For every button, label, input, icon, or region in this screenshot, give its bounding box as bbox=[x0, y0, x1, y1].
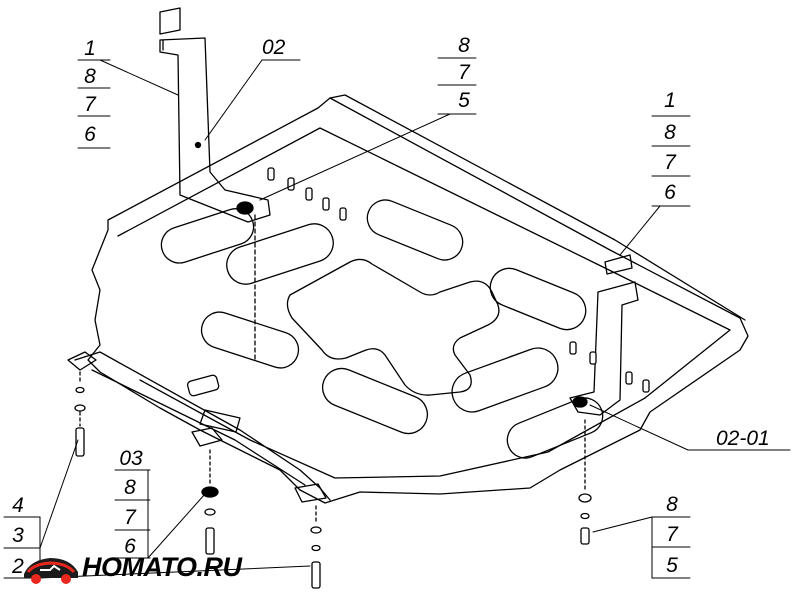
front-flange bbox=[74, 351, 331, 501]
callout-front-bolt-1: 03 bbox=[119, 447, 143, 470]
relief-slot bbox=[489, 267, 587, 331]
fastener-front-left bbox=[74, 371, 86, 457]
callout-right-bolt-3: 5 bbox=[666, 554, 678, 577]
relief-slot bbox=[321, 367, 429, 435]
callout-left-bracket-4: 6 bbox=[84, 123, 96, 146]
callout-left-corner-3: 2 bbox=[12, 555, 24, 578]
rear-flange bbox=[329, 94, 746, 321]
callout-left-corner-1: 4 bbox=[12, 494, 24, 517]
callout-front-bolt-3: 7 bbox=[124, 506, 136, 529]
mounting-tab bbox=[67, 351, 97, 371]
callout-center-top-2: 7 bbox=[458, 61, 470, 84]
leader-lines bbox=[3, 57, 791, 579]
front-access-hatch bbox=[186, 374, 220, 397]
callout-front-bolt-2: 8 bbox=[124, 476, 136, 499]
slot-holes-right bbox=[569, 341, 650, 393]
left-bracket-mount-hole bbox=[236, 201, 254, 215]
relief-slot bbox=[200, 311, 300, 369]
car-silhouette-icon bbox=[24, 558, 78, 584]
mounting-tab bbox=[191, 427, 223, 447]
relief-slot bbox=[506, 397, 604, 459]
relief-slot bbox=[451, 347, 559, 413]
relief-slot bbox=[160, 208, 255, 264]
fastener-rear-right bbox=[578, 419, 592, 545]
relief-slot bbox=[226, 223, 334, 285]
callout-center-top-1: 8 bbox=[458, 34, 470, 57]
central-relief bbox=[286, 258, 500, 396]
callout-right-bracket-4: 6 bbox=[664, 181, 676, 204]
callout-right-bracket-3: 7 bbox=[664, 151, 676, 174]
relief-slot bbox=[366, 199, 464, 261]
slot-holes-top bbox=[267, 167, 347, 221]
callout-right-bolt-2: 7 bbox=[666, 523, 678, 546]
skid-plate-outline bbox=[87, 97, 749, 504]
callout-right-bracket-1: 1 bbox=[664, 89, 676, 112]
callout-left-corner-2: 3 bbox=[12, 524, 24, 547]
mounting-tab bbox=[294, 483, 327, 503]
callout-right-bracket-part: 02-01 bbox=[716, 427, 770, 450]
callout-right-bracket-2: 8 bbox=[664, 121, 676, 144]
brand-name: HOMATO.RU bbox=[82, 552, 242, 582]
skid-plate-inner-edge bbox=[117, 127, 731, 479]
fastener-front-center bbox=[201, 449, 219, 555]
callout-right-bolt-1: 8 bbox=[666, 493, 678, 516]
mounting-tab bbox=[199, 409, 241, 433]
fastener-front-right bbox=[310, 505, 322, 589]
brand-logo: HOMATO.RU bbox=[20, 548, 250, 588]
callout-left-bracket-3: 7 bbox=[84, 93, 96, 116]
callout-left-bracket-part: 02 bbox=[262, 36, 286, 59]
callout-front-bolt-4: 6 bbox=[124, 535, 136, 558]
left-mounting-bracket bbox=[159, 37, 271, 223]
right-mounting-bracket bbox=[569, 281, 639, 416]
callout-center-top-3: 5 bbox=[458, 89, 470, 112]
callout-left-bracket-2: 8 bbox=[84, 65, 96, 88]
callout-left-bracket-1: 1 bbox=[84, 37, 96, 60]
